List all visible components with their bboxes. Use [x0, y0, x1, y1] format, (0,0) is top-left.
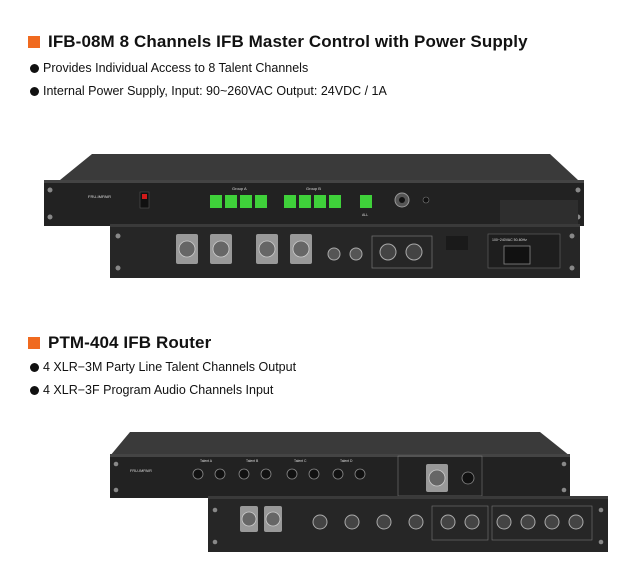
rear-xlr-connectors [240, 506, 584, 532]
product-title: IFB-08M 8 Channels IFB Master Control wi… [48, 32, 528, 51]
feature-bullet: 4 XLR−3F Program Audio Channels Input [30, 383, 273, 397]
orange-square-icon [28, 36, 40, 48]
feature-text: 4 XLR−3F Program Audio Channels Input [43, 383, 274, 397]
power-socket-icon [503, 245, 531, 265]
all-key-label: ALL [362, 213, 368, 217]
product-heading: IFB-08M 8 Channels IFB Master Control wi… [28, 32, 528, 52]
all-key [360, 195, 372, 208]
product-title: PTM-404 IFB Router [48, 333, 212, 352]
feature-text: Provides Individual Access to 8 Talent C… [43, 61, 309, 75]
xlr-connector-icon [428, 469, 446, 487]
ifb-08m-device-photo: FRU-IMPAIR Group A Group B ALL [44, 154, 584, 278]
bullet-icon [30, 63, 39, 73]
talent-label: Talent D [340, 459, 353, 463]
bullet-icon [30, 86, 39, 96]
product-heading: PTM-404 IFB Router [28, 333, 211, 353]
power-input-label: 100~240VAC 50-60Hz [492, 238, 527, 242]
orange-square-icon [28, 337, 40, 349]
bullet-icon [30, 362, 39, 372]
talent-label: Talent B [246, 459, 259, 463]
ptm-404-device-photo: FRU-IMPAIR Talent A Talent B Talent C Ta… [110, 432, 608, 552]
power-switch [139, 191, 150, 209]
feature-bullet: Internal Power Supply, Input: 90~260VAC … [30, 84, 387, 98]
feature-bullet: Provides Individual Access to 8 Talent C… [30, 61, 308, 75]
feature-bullet: 4 XLR−3M Party Line Talent Channels Outp… [30, 360, 296, 374]
device-brand: FRU-IMPAIR [88, 194, 111, 199]
group-a-keys [210, 195, 267, 208]
group-a-label: Group A [232, 186, 247, 191]
knob-group [192, 468, 366, 480]
xlr-connectors [176, 234, 312, 264]
group-b-keys [284, 195, 341, 208]
talent-label: Talent C [294, 459, 307, 463]
device-brand: FRU-IMPAIR [130, 469, 152, 473]
bullet-icon [30, 385, 39, 395]
group-b-label: Group B [306, 186, 321, 191]
feature-text: 4 XLR−3M Party Line Talent Channels Outp… [43, 360, 297, 374]
talent-label: Talent A [200, 459, 213, 463]
feature-text: Internal Power Supply, Input: 90~260VAC … [43, 84, 387, 98]
